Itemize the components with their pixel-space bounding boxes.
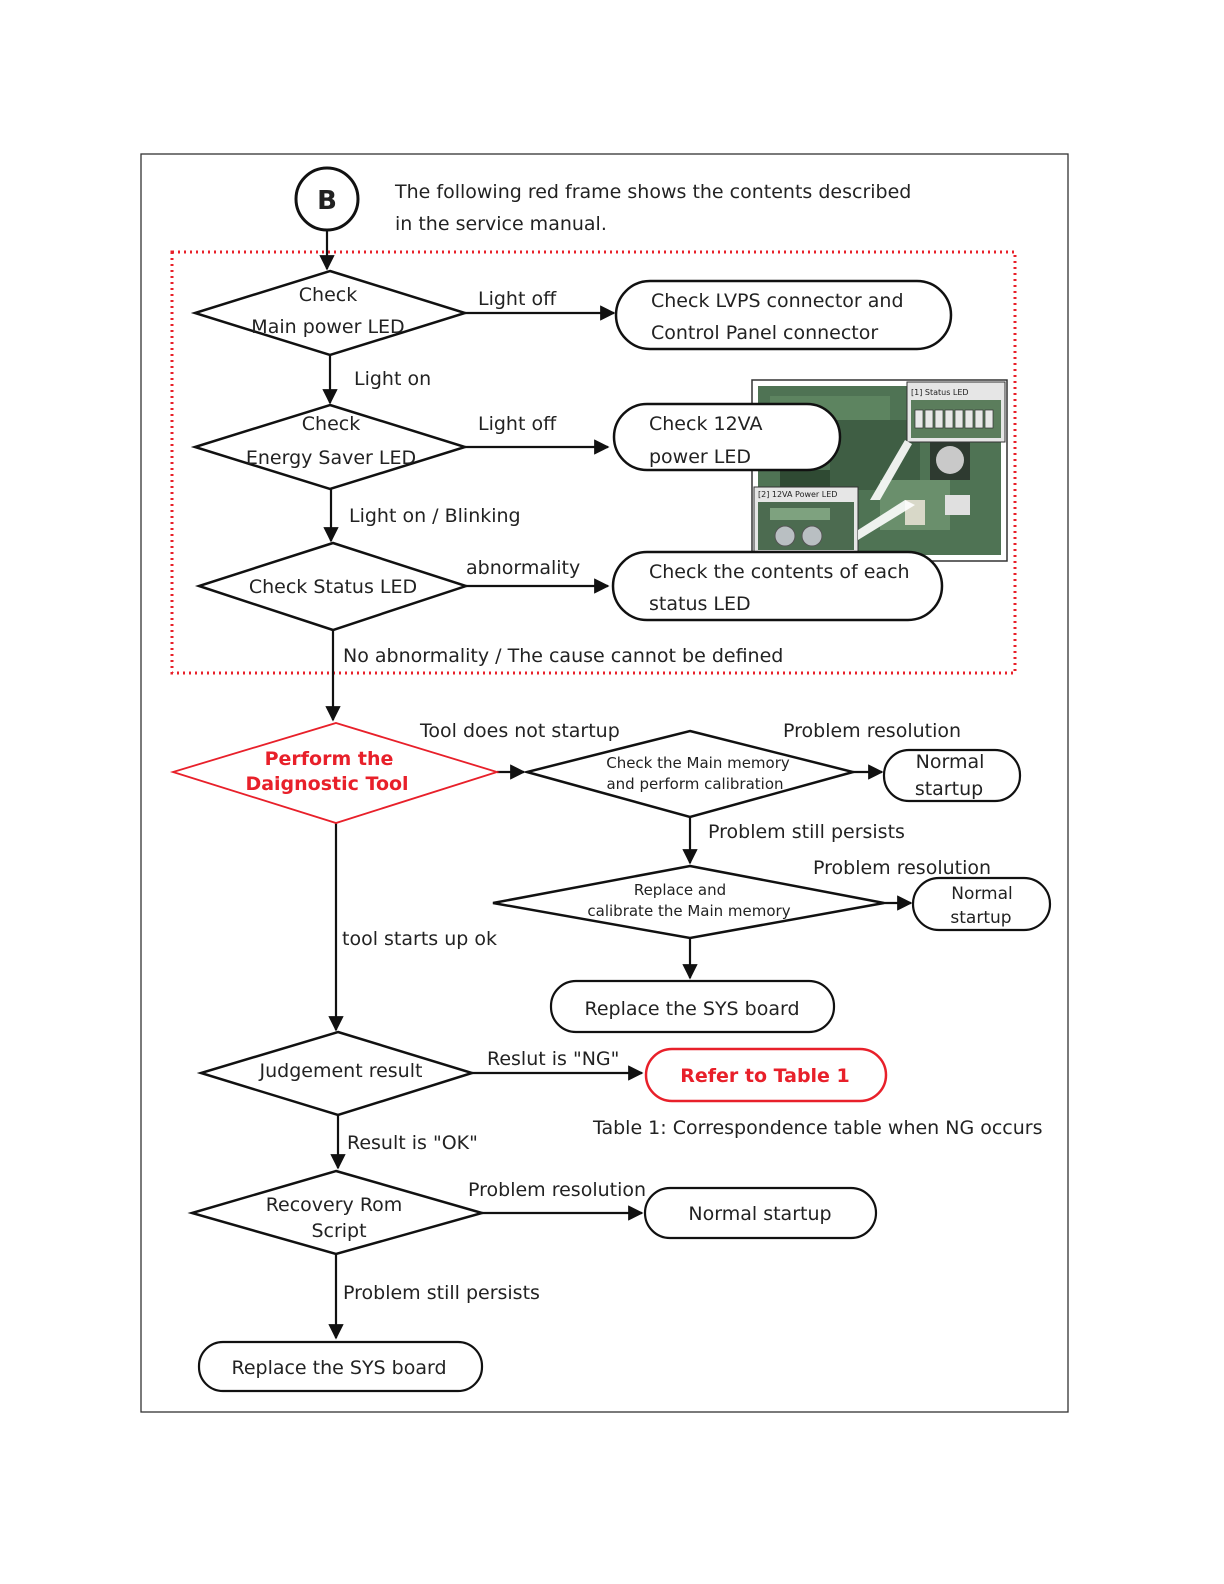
terminal-replace-sys-board-1: Replace the SYS board [549, 979, 836, 1034]
photo-label-status-led: [1] Status LED [911, 388, 969, 397]
decision-check-main-power-led: Check Main power LED [190, 269, 470, 357]
edge-label-memory-problem-persists: Problem still persists [708, 821, 905, 843]
node-text: Check the Main memory [606, 754, 790, 772]
intro-line-1: The following red frame shows the conten… [394, 181, 911, 203]
node-text: Recovery Rom [266, 1194, 403, 1216]
node-text: Replace the SYS board [231, 1357, 446, 1379]
node-text: and perform calibration [606, 775, 783, 793]
node-text: Normal [951, 884, 1013, 904]
node-text: Control Panel connector [651, 322, 878, 344]
terminal-refer-table-1: Refer to Table 1 [644, 1047, 888, 1103]
intro-line-2: in the service manual. [395, 213, 607, 235]
decision-check-energy-saver-led: Check Energy Saver LED [190, 403, 470, 491]
start-marker-b: B [294, 166, 360, 232]
terminal-normal-startup-1: Normal startup [882, 748, 1022, 803]
edge-label-recovery-problem-persists: Problem still persists [343, 1282, 540, 1304]
node-text: Check LVPS connector and [651, 290, 904, 312]
decision-check-status-led: Check Status LED [194, 541, 471, 632]
edge-label-result-ng: Reslut is "NG" [487, 1048, 619, 1070]
node-text: Script [311, 1220, 366, 1242]
node-text: Replace the SYS board [584, 998, 799, 1020]
node-text: calibrate the Main memory [587, 902, 790, 920]
terminal-check-lvps: Check LVPS connector and Control Panel c… [614, 279, 953, 351]
edge-label-replace-problem-resolution: Problem resolution [813, 857, 991, 879]
photo-label-12va-led: [2] 12VA Power LED [758, 490, 837, 499]
edge-label-recovery-problem-resolution: Problem resolution [468, 1179, 646, 1201]
node-text: Replace and [634, 881, 726, 899]
edge-label-tool-not-startup: Tool does not startup [419, 720, 620, 742]
terminal-check-12va: Check 12VA power LED [612, 402, 842, 472]
terminal-normal-startup-3: Normal startup [643, 1186, 878, 1240]
edge-label-main-light-off: Light off [478, 288, 557, 310]
decision-check-main-memory: Check the Main memory and perform calibr… [522, 729, 858, 819]
edge-label-result-ok: Result is "OK" [347, 1132, 478, 1154]
terminal-normal-startup-2: Normal startup [911, 876, 1052, 932]
node-text: Check Status LED [249, 576, 417, 598]
node-text: Judgement result [259, 1060, 423, 1082]
node-text: startup [915, 778, 983, 800]
node-text: Main power LED [251, 316, 404, 338]
node-text: Perform the [265, 748, 394, 770]
edge-label-status-no-abnormality: No abnormality / The cause cannot be def… [343, 645, 783, 667]
decision-diagnostic-tool: Perform the Daignostic Tool [169, 722, 501, 824]
node-text: Check the contents of each [649, 561, 910, 583]
node-text: Check [299, 284, 357, 306]
node-text: Normal [916, 751, 985, 773]
node-text: Check 12VA [649, 413, 762, 435]
outer-frame [140, 153, 1069, 1413]
node-text: status LED [649, 593, 751, 615]
board-photo: [1] Status LED [2] 12VA Power LED [751, 379, 1008, 562]
decision-judgement-result: Judgement result [196, 1030, 477, 1117]
node-text: startup [950, 908, 1011, 928]
connectors [319, 230, 913, 1340]
edge-label-main-light-on: Light on [354, 368, 431, 390]
edge-label-status-abnormality: abnormality [466, 557, 580, 579]
start-marker-label: B [317, 186, 337, 216]
service-manual-frame [170, 250, 1017, 675]
edge-label-tool-starts-ok: tool starts up ok [342, 928, 497, 950]
terminal-check-each-status-led: Check the contents of each status LED [611, 550, 944, 622]
node-text: Daignostic Tool [245, 773, 408, 795]
node-text: Normal startup [688, 1203, 831, 1225]
edge-label-memory-problem-resolution: Problem resolution [783, 720, 961, 742]
decision-replace-calibrate-memory: Replace and calibrate the Main memory [492, 864, 885, 940]
node-text: Refer to Table 1 [680, 1065, 850, 1087]
node-text: power LED [649, 446, 751, 468]
decision-recovery-rom-script: Recovery Rom Script [187, 1169, 487, 1256]
node-text: Energy Saver LED [246, 447, 416, 469]
edge-label-energy-light-off: Light off [478, 413, 557, 435]
edge-label-energy-light-on-blinking: Light on / Blinking [349, 505, 521, 527]
terminal-replace-sys-board-2: Replace the SYS board [197, 1340, 484, 1393]
table-note: Table 1: Correspondence table when NG oc… [592, 1117, 1043, 1139]
node-text: Check [302, 413, 360, 435]
